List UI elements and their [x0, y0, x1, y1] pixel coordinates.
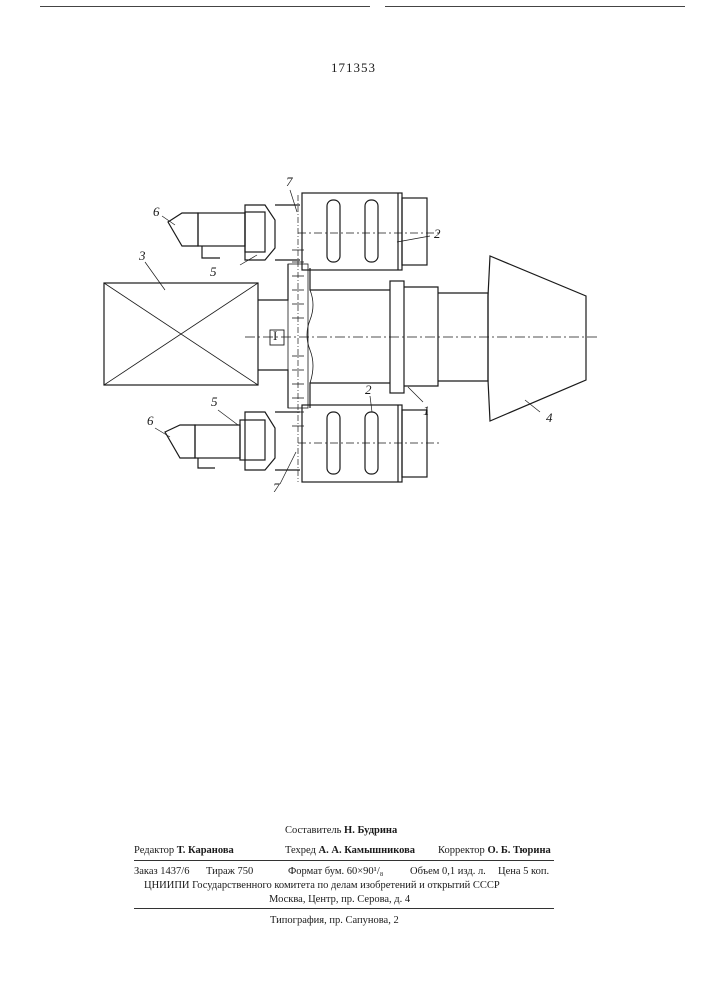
order: Заказ 1437/6 — [134, 866, 189, 877]
label-5-bottom: 5 — [211, 394, 218, 410]
volume: Объем 0,1 изд. л. — [410, 866, 486, 877]
bottom-motor-housing-2 — [302, 405, 402, 482]
cone-4 — [488, 256, 586, 421]
compiler-role: Составитель — [285, 825, 341, 836]
institution-line-1: ЦНИИПИ Государственного комитета по дела… — [144, 880, 500, 891]
label-6-bottom: 6 — [147, 413, 154, 429]
label-5-top: 5 — [210, 264, 217, 280]
footer-rule-bottom — [134, 908, 554, 909]
compiler-row: Составитель Н. Будрина — [285, 825, 397, 836]
techred: Техред А. А. Камышникова — [285, 845, 415, 856]
price: Цена 5 коп. — [498, 866, 549, 877]
institution-line-2: Москва, Центр, пр. Серова, д. 4 — [269, 894, 410, 905]
corrector: Корректор О. Б. Тюрина — [438, 845, 551, 856]
print-run: Тираж 750 — [206, 866, 253, 877]
label-4: 4 — [546, 410, 553, 426]
label-roman-i: I — [273, 328, 277, 344]
label-2-top: 2 — [434, 226, 441, 242]
footer-rule-top — [134, 860, 554, 861]
label-3: 3 — [139, 248, 146, 264]
label-2-bottom: 2 — [365, 382, 372, 398]
label-1: 1 — [423, 403, 430, 419]
editor: Редактор Т. Каранова — [134, 845, 234, 856]
compiler-name: Н. Будрина — [344, 825, 397, 836]
printing-house: Типография, пр. Сапунова, 2 — [270, 915, 399, 926]
format: Формат бум. 60×90¹/₈ — [288, 866, 383, 877]
top-motor-housing-2 — [302, 193, 402, 270]
label-7-bottom: 7 — [273, 480, 280, 496]
label-7-top: 7 — [286, 174, 293, 190]
label-6-top: 6 — [153, 204, 160, 220]
